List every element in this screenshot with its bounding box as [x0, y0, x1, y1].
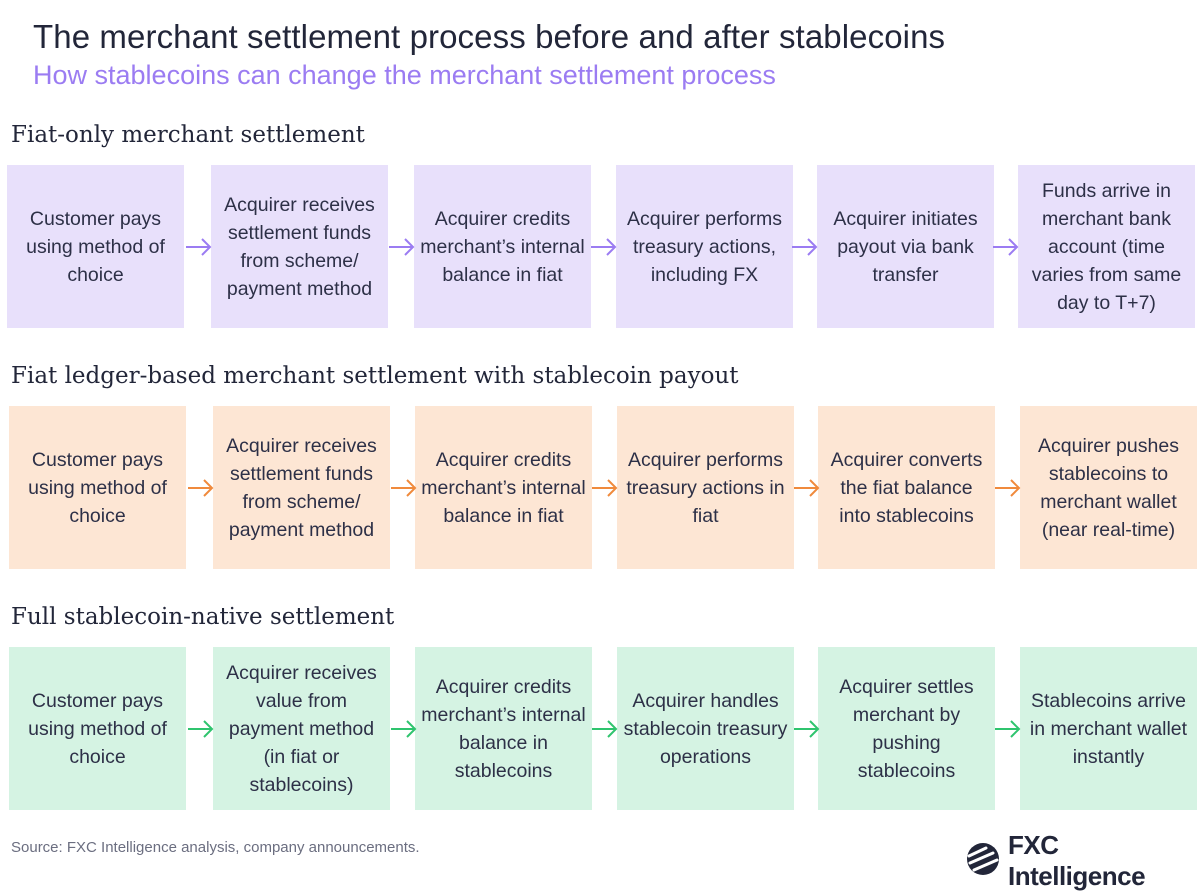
arrow-right-icon [591, 478, 619, 498]
arrow-right-icon [185, 237, 213, 257]
flow-step: Customer pays using method of choice [7, 165, 184, 328]
flow-row-fiat-ledger: Customer pays using method of choice Acq… [7, 406, 1197, 569]
flow-step: Acquirer performs treasury actions, incl… [616, 165, 793, 328]
flow-step: Acquirer initiates payout via bank trans… [817, 165, 994, 328]
page-subtitle: How stablecoins can change the merchant … [33, 60, 776, 90]
flow-step: Funds arrive in merchant bank account (t… [1018, 165, 1195, 328]
flow-step: Acquirer credits merchant’s internal bal… [415, 647, 592, 810]
arrow-right-icon [793, 719, 821, 739]
arrow-right-icon [187, 478, 215, 498]
section-title-fiat-ledger: Fiat ledger-based merchant settlement wi… [11, 363, 739, 389]
flow-step: Customer pays using method of choice [9, 647, 186, 810]
flow-step: Acquirer receives settlement funds from … [211, 165, 388, 328]
flow-step: Acquirer credits merchant’s internal bal… [415, 406, 592, 569]
fxc-logo-text: FXC Intelligence [1008, 830, 1146, 891]
arrow-right-icon [992, 237, 1020, 257]
arrow-right-icon [994, 478, 1022, 498]
flow-step: Acquirer pushes stablecoins to merchant … [1020, 406, 1197, 569]
flow-row-stablecoin-native: Customer pays using method of choice Acq… [7, 647, 1197, 810]
flow-step: Acquirer receives settlement funds from … [213, 406, 390, 569]
arrow-right-icon [187, 719, 215, 739]
arrow-right-icon [791, 237, 819, 257]
flow-step: Acquirer handles stablecoin treasury ope… [617, 647, 794, 810]
source-note: Source: FXC Intelligence analysis, compa… [11, 839, 420, 856]
arrow-right-icon [388, 237, 416, 257]
arrow-right-icon [390, 719, 418, 739]
fxc-logo-icon [966, 842, 1000, 881]
section-title-fiat-only: Fiat-only merchant settlement [11, 122, 365, 148]
flow-step: Stablecoins arrive in merchant wallet in… [1020, 647, 1197, 810]
flow-step: Customer pays using method of choice [9, 406, 186, 569]
flow-step: Acquirer converts the fiat balance into … [818, 406, 995, 569]
arrow-right-icon [590, 237, 618, 257]
flow-step: Acquirer settles merchant by pushing sta… [818, 647, 995, 810]
arrow-right-icon [994, 719, 1022, 739]
page-title: The merchant settlement process before a… [33, 18, 946, 55]
section-title-stablecoin-native: Full stablecoin-native settlement [11, 604, 395, 630]
flow-row-fiat-only: Customer pays using method of choice Acq… [7, 165, 1195, 328]
arrow-right-icon [793, 478, 821, 498]
arrow-right-icon [591, 719, 619, 739]
flow-step: Acquirer performs treasury actions in fi… [617, 406, 794, 569]
flow-step: Acquirer receives value from payment met… [213, 647, 390, 810]
flow-step: Acquirer credits merchant’s internal bal… [414, 165, 591, 328]
fxc-logo: FXC Intelligence [966, 830, 1200, 892]
arrow-right-icon [390, 478, 418, 498]
